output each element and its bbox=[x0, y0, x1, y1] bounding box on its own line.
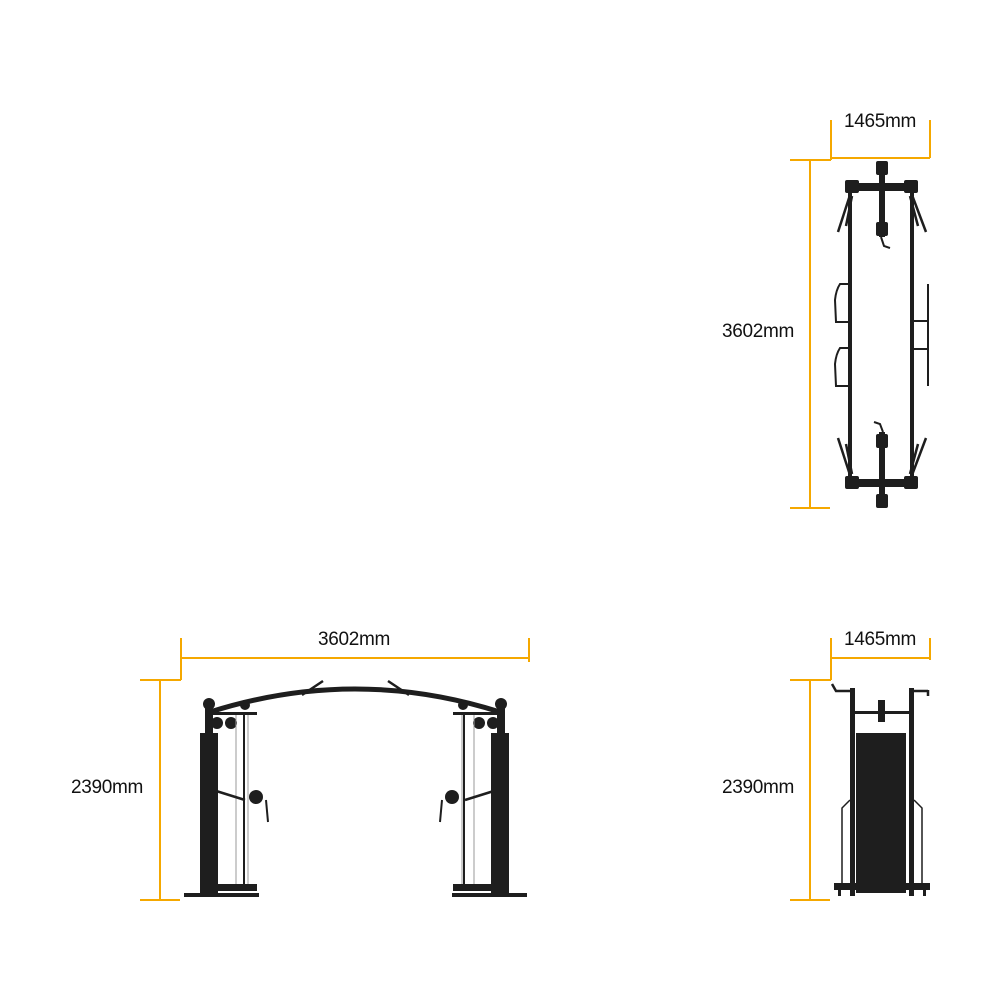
top-view-length-label: 3602mm bbox=[721, 321, 795, 342]
top-view-dimensions bbox=[790, 120, 931, 509]
front-view-machine bbox=[184, 679, 527, 897]
front-view-dimensions bbox=[140, 638, 530, 901]
side-view-machine bbox=[830, 683, 930, 896]
side-view-height-label: 2390mm bbox=[721, 777, 795, 798]
top-view-width-label: 1465mm bbox=[843, 111, 917, 132]
side-view-width-label: 1465mm bbox=[843, 629, 917, 650]
top-view-machine bbox=[833, 161, 929, 508]
front-view-height-label: 2390mm bbox=[70, 777, 144, 798]
side-view-dimensions bbox=[790, 638, 931, 901]
front-view-width-label: 3602mm bbox=[317, 629, 391, 650]
